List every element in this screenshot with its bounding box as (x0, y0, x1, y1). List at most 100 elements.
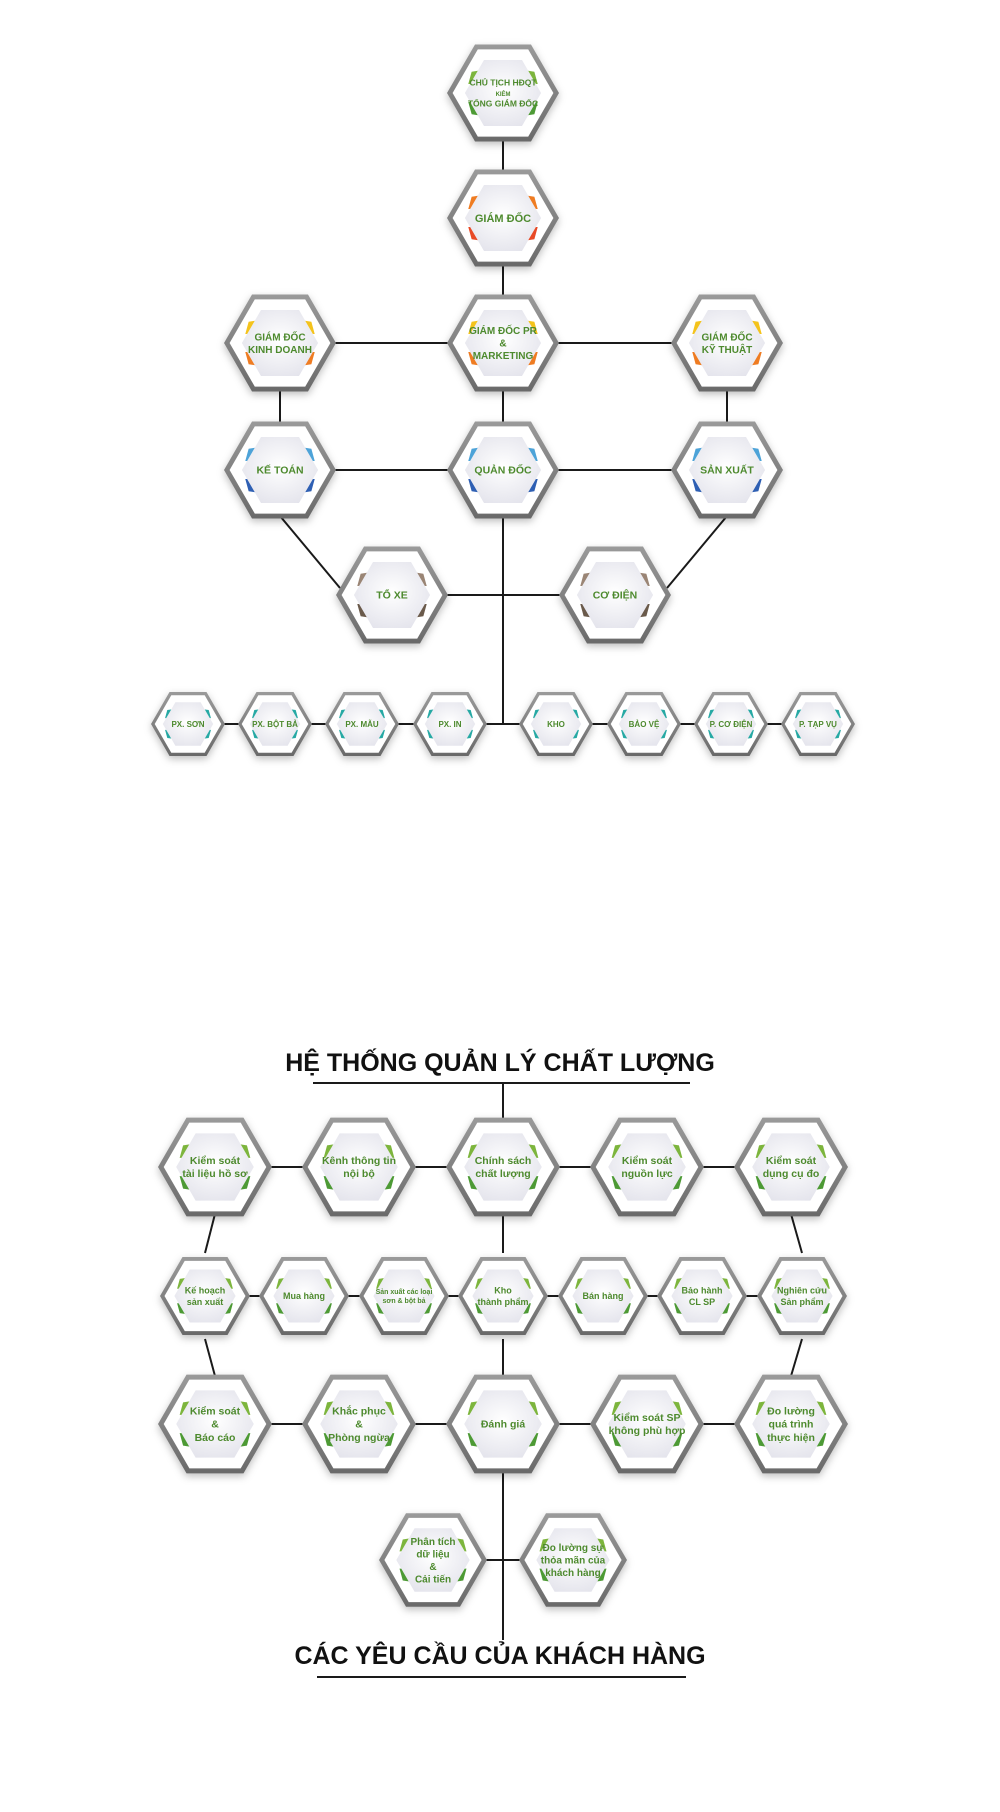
hexagon-face (336, 702, 388, 746)
org-node-toxe: TỔ XE (336, 546, 448, 644)
hexagon-face (162, 702, 214, 746)
org-node-label: PX. SƠN (171, 720, 204, 729)
hexagon-face (608, 1133, 686, 1201)
hexagon-face (752, 1133, 830, 1201)
hexagon-face (464, 60, 542, 126)
org-node-kho: KHO (519, 692, 593, 756)
hexagon-face (536, 1528, 610, 1592)
org-node-label: TỔ XE (376, 589, 408, 602)
org-node-ptapvu: P. TẠP VỤ (781, 692, 855, 756)
qms-node-label: Đo lường sự (542, 1543, 604, 1554)
hexagon-face (249, 702, 301, 746)
hexagon-face (752, 1390, 830, 1458)
org-node-label: P. TẠP VỤ (799, 720, 837, 729)
qms-node-label: sơn & bột bả (382, 1298, 425, 1305)
qms-node-label: Phân tích (410, 1537, 455, 1548)
qms-node-label: CL SP (689, 1297, 715, 1307)
org-node-label: SẢN XUẤT (700, 464, 754, 477)
org-node-label: GIÁM ĐỐC (701, 329, 752, 343)
org-node-label: KẾ TOÁN (256, 464, 303, 477)
hexagon-face (472, 1269, 534, 1323)
qms-node-label: Mua hàng (283, 1291, 325, 1301)
qms-node-label: chất lượng (475, 1168, 530, 1180)
hexagon-face (320, 1133, 398, 1201)
edge-r1-r2-left (204, 1213, 216, 1254)
org-node-gdpr: GIÁM ĐỐC PR&MARKETING (447, 294, 559, 392)
hexagon-face (530, 702, 582, 746)
hexagon-face (618, 702, 670, 746)
hexagon-face (424, 702, 476, 746)
org-node-label: GIÁM ĐỐC (475, 211, 531, 225)
hexagon-face (464, 437, 542, 503)
qms-node-label: & (355, 1419, 363, 1431)
hexagon-face (792, 702, 844, 746)
qms-node-label: Bán hàng (582, 1291, 623, 1301)
qms-node-label: Sản xuất các loại (376, 1288, 433, 1296)
qms-node-label: Sản phẩm (780, 1297, 823, 1307)
qms-node-label: Chính sách (475, 1155, 532, 1167)
qms-node-label: dụng cụ đo (763, 1168, 820, 1180)
org-node-label: CƠ ĐIỆN (593, 589, 638, 602)
org-node-quandoc: QUẢN ĐỐC (447, 421, 559, 519)
hexagon-face (353, 562, 431, 628)
hexagon-face (464, 310, 542, 376)
org-node-label: PX. IN (438, 720, 461, 729)
qms-node-label: Khắc phục (332, 1405, 386, 1418)
org-node-label: CHỦ TỊCH HĐQT (469, 76, 537, 87)
hexagon-face (273, 1269, 335, 1323)
qms-node-ks_baocao: Kiểm soát&Báo cáo (158, 1374, 272, 1474)
org-node-label: PX. BỘT BẢ (252, 720, 298, 729)
org-node-label: BẢO VỆ (629, 720, 660, 729)
edge-ketoan-toxe (279, 515, 341, 589)
qms-node-label: khách hàng (545, 1568, 601, 1579)
qms-node-label: Kiểm soát SP (613, 1412, 680, 1424)
org-node-sanxuat: SẢN XUẤT (671, 421, 783, 519)
org-node-label: KINH DOANH (248, 345, 312, 356)
qms-node-label: Nghiên cứu (777, 1286, 827, 1296)
org-node-pxson: PX. SƠN (151, 692, 225, 756)
qms-node-muahang: Mua hàng (259, 1257, 349, 1335)
org-node-pxbotba: PX. BỘT BẢ (238, 692, 312, 756)
hexagon-face (464, 1133, 542, 1201)
hexagon-face (396, 1528, 470, 1592)
org-node-label: MARKETING (473, 351, 534, 362)
hexagon-face (771, 1269, 833, 1323)
org-node-label: GIÁM ĐỐC (254, 329, 305, 343)
hexagon-face (241, 310, 319, 376)
qms-node-label: & (429, 1562, 436, 1573)
org-node-label: KỸ THUẬT (702, 343, 753, 356)
hexagon-face (464, 185, 542, 251)
qms-node-label: không phù hợp (609, 1425, 686, 1437)
hexagon-face (174, 1269, 236, 1323)
qms-node-label: Báo cáo (195, 1432, 236, 1444)
qms-footer: CÁC YÊU CẦU CỦA KHÁCH HÀNG (294, 1640, 705, 1670)
qms-title: HỆ THỐNG QUẢN LÝ CHẤT LƯỢNG (285, 1047, 715, 1077)
qms-node-label: thực hiện (767, 1432, 815, 1444)
hexagon-face (176, 1390, 254, 1458)
qms-node-label: Kênh thông tin (322, 1155, 396, 1167)
qms-node-label: nguồn lực (621, 1168, 673, 1180)
org-node-gdkd: GIÁM ĐỐC KINH DOANH (224, 294, 336, 392)
qms-node-khacphuc: Khắc phục&Phòng ngừa (302, 1374, 416, 1474)
qms-node-label: thỏa mãn của (541, 1556, 606, 1567)
edge-r2-r3-left (204, 1338, 216, 1377)
qms-node-label: Kiểm soát (190, 1406, 241, 1418)
hexagon-face (608, 1390, 686, 1458)
qms-node-label: Cải tiến (415, 1573, 451, 1585)
hexagon-face (572, 1269, 634, 1323)
org-node-pxmau: PX. MẪU (325, 692, 399, 756)
